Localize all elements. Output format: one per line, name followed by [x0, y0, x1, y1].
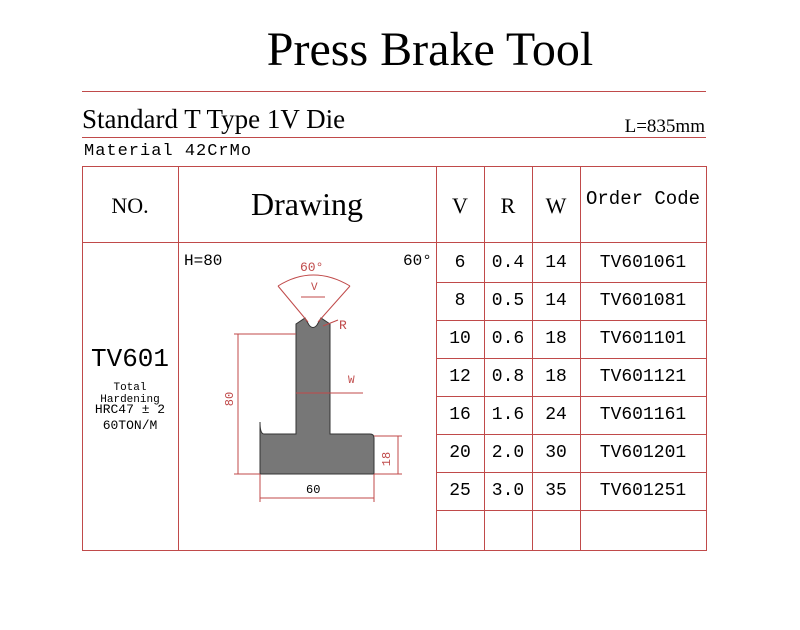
page-title: Press Brake Tool [266, 23, 594, 76]
row-r-value: 0.5 [491, 291, 525, 311]
model-number: TV601 [90, 344, 169, 374]
row-r-value: 0.8 [491, 367, 525, 387]
row-order-code: TV601101 [599, 329, 687, 349]
material-spec: Material 42CrMo [84, 142, 253, 161]
row-divider [436, 358, 706, 359]
row-v-value: 20 [449, 443, 471, 463]
angle-line-right [317, 285, 351, 323]
header-w: W [545, 193, 567, 218]
row-r-value: 0.4 [491, 253, 525, 273]
header-no: NO. [111, 193, 149, 218]
header-r: R [500, 193, 516, 218]
table-bottom-border [82, 550, 706, 551]
hardness-value: HRC47 ± 2 [94, 402, 166, 417]
arc-angle-label: 60° [300, 260, 324, 275]
row-w-value: 14 [545, 253, 567, 273]
table-header-divider [82, 242, 706, 243]
header-drawing: Drawing [251, 186, 363, 222]
row-r-value: 1.6 [491, 405, 525, 425]
row-divider [436, 510, 706, 511]
r-label: R [339, 318, 347, 333]
row-v-value: 12 [449, 367, 471, 387]
table-top-border [82, 166, 706, 167]
base-width-dimension-label: 60 [306, 483, 321, 497]
angle-line-left [277, 285, 309, 323]
row-v-value: 16 [449, 405, 471, 425]
height-dimension-label: 80 [223, 391, 238, 407]
col-divider-no [178, 166, 179, 551]
capacity-value: 60TON/M [102, 418, 158, 433]
w-label: W [348, 375, 355, 387]
row-w-value: 18 [545, 329, 567, 349]
row-v-value: 8 [454, 291, 466, 311]
header-v: V [452, 193, 468, 218]
row-divider [436, 282, 706, 283]
row-w-value: 30 [545, 443, 567, 463]
row-order-code: TV601081 [599, 291, 687, 311]
title-divider [82, 91, 706, 92]
row-order-code: TV601121 [599, 367, 687, 387]
hardening-label: Total Hardening [100, 382, 160, 406]
base-height-dimension-label: 18 [380, 451, 395, 467]
table-left-border [82, 166, 83, 551]
row-v-value: 10 [449, 329, 471, 349]
die-profile [259, 317, 375, 475]
row-order-code: TV601201 [599, 443, 687, 463]
row-w-value: 35 [545, 481, 567, 501]
row-v-value: 6 [454, 253, 466, 273]
subtitle-divider [82, 137, 706, 138]
angle-arc [277, 274, 351, 287]
row-r-value: 3.0 [491, 481, 525, 501]
table-right-border [706, 166, 707, 551]
row-divider [436, 396, 706, 397]
row-order-code: TV601061 [599, 253, 687, 273]
row-w-value: 18 [545, 367, 567, 387]
header-order-code: Order Code [585, 188, 701, 210]
v-label: V [311, 282, 318, 294]
row-order-code: TV601161 [599, 405, 687, 425]
row-order-code: TV601251 [599, 481, 687, 501]
row-divider [436, 434, 706, 435]
row-divider [436, 320, 706, 321]
row-r-value: 0.6 [491, 329, 525, 349]
row-w-value: 14 [545, 291, 567, 311]
row-divider [436, 472, 706, 473]
die-drawing [234, 274, 402, 502]
angle-label: 60° [403, 252, 432, 270]
row-v-value: 25 [449, 481, 471, 501]
row-w-value: 24 [545, 405, 567, 425]
height-label: H=80 [184, 252, 223, 270]
die-type-title: Standard T Type 1V Die [82, 104, 346, 134]
r-leader-line [322, 319, 339, 327]
tool-length: L=835mm [624, 116, 705, 137]
row-r-value: 2.0 [491, 443, 525, 463]
